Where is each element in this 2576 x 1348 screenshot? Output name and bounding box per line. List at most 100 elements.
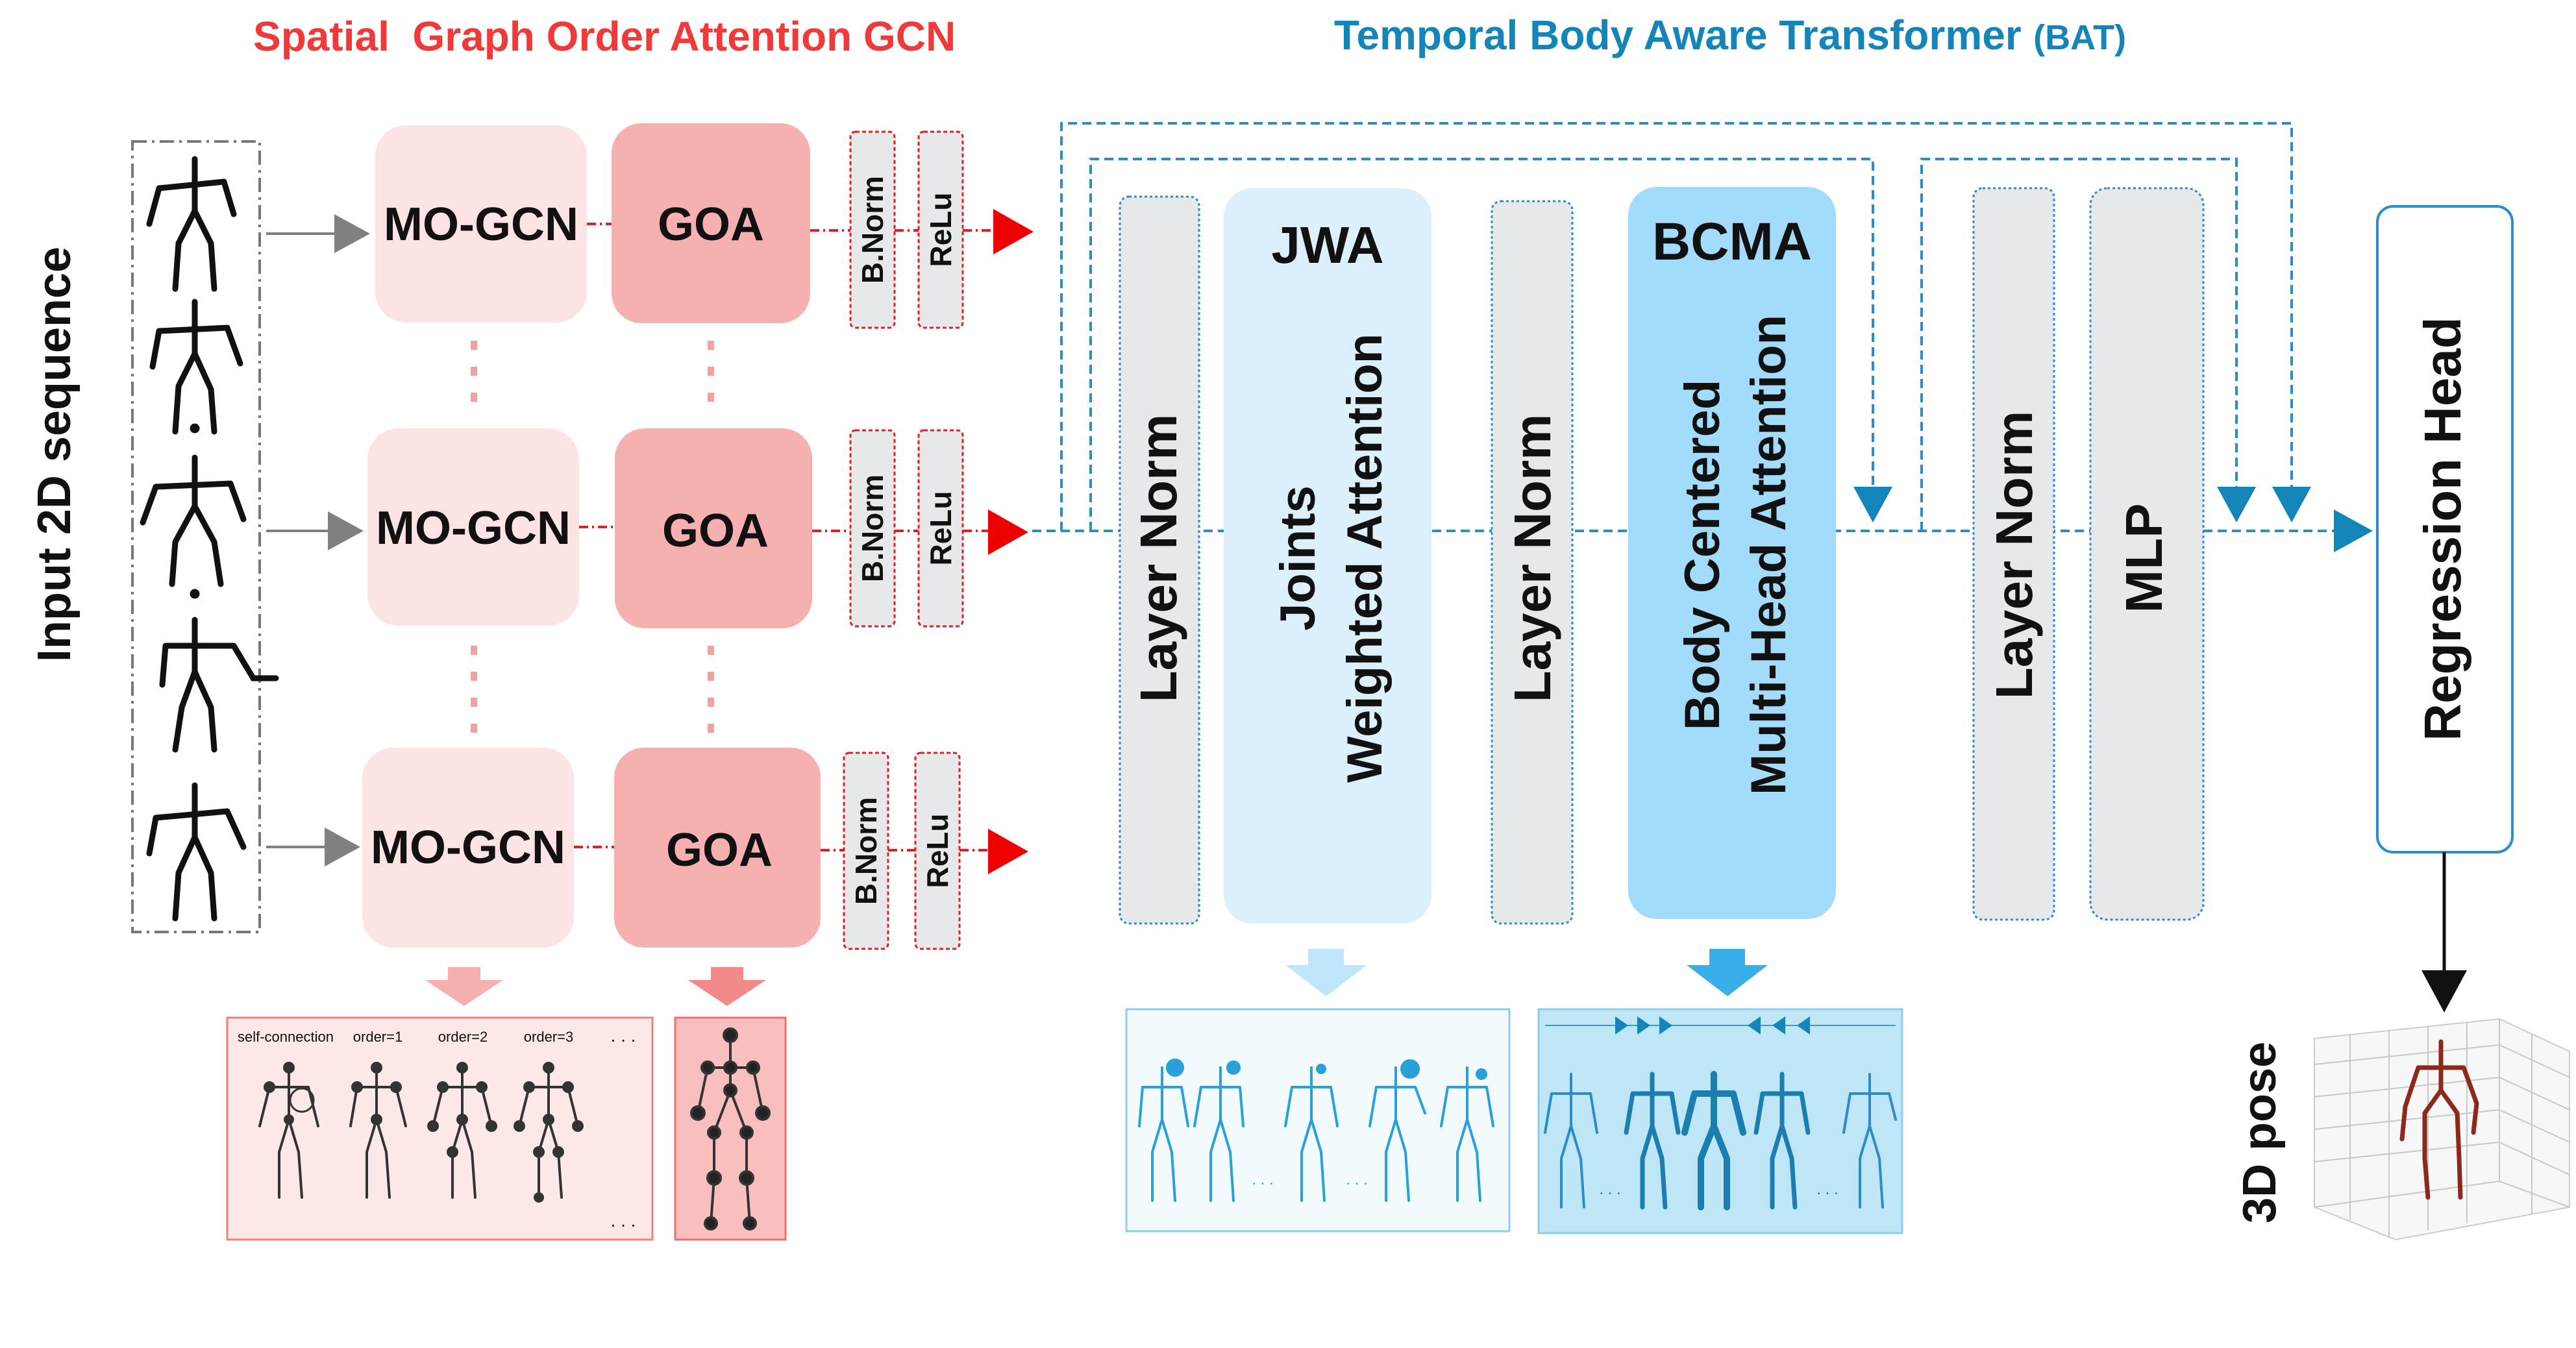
mo-gcn-label: MO-GCN [376,502,571,554]
relu-label: ReLu [924,491,958,566]
goa-label: GOA [666,824,773,876]
layer-norm-label: Layer Norm [1504,414,1561,703]
blue-arrowhead-right [2334,509,2373,552]
skip-connection-inner-1 [1089,158,1874,531]
jwa-ellipsis: . . . [1252,1171,1273,1188]
skeleton-figure [1284,1064,1339,1202]
gray-arrowhead [334,214,370,253]
bnorm-label: B.Norm [856,474,889,582]
jwa-line2: Weighted Attention [1337,334,1393,783]
input-skeletons [140,156,279,922]
goa-label: GOA [662,505,769,557]
bnorm-block [849,429,896,628]
temporal-title-main: Temporal Body Aware Transformer [1334,12,2022,58]
gray-arrowhead [328,511,364,550]
mo-gcn-label: MO-GCN [384,199,578,251]
jwa-skeletons [1138,1059,1494,1202]
temporal-title-abbrev: (BAT) [2033,18,2126,57]
skeleton-figure [514,1062,584,1203]
temporal-title: Temporal Body Aware Transformer (BAT) [1334,12,2126,58]
skeleton-figure [146,156,237,292]
bcma-line1: Body Centered [1675,380,1730,731]
mlp-block [2089,187,2205,921]
mo-gcn-label: MO-GCN [371,822,565,874]
jwa-title: JWA [1271,216,1383,274]
bnorm-block [843,752,889,950]
goa-label: GOA [658,199,764,251]
order-label: order=3 [524,1029,573,1045]
output-arrowhead [2421,970,2467,1012]
skeleton-figure [1753,1072,1811,1210]
skip-connection-outer [1060,122,2293,531]
relu-label: ReLu [921,814,954,888]
bcma-skeletons [1544,1071,1897,1210]
skeleton-figure [1138,1059,1189,1202]
blue-arrowhead-down [2272,487,2311,522]
blue-arrowhead-down [2217,487,2256,522]
skeleton-figure [159,617,279,753]
layer-norm-block [1491,200,1574,925]
bcma-block [1628,187,1836,919]
layer-norm-label: Layer Norm [1130,414,1187,703]
bcma-title: BCMA [1652,212,1812,271]
mlp-label: MLP [2115,504,2173,613]
skeleton-figure [1544,1073,1598,1208]
mo-gcn-block [367,428,579,626]
spatial-title: Spatial Graph Order Attention GCN [253,13,956,60]
3d-grid-box [2314,1018,2570,1241]
layer-norm-block [1972,187,2055,921]
pink-down-arrow [688,967,766,1006]
skeleton-figure [1681,1071,1746,1210]
pink-dotted-connectors [471,341,714,740]
order-ellipsis: . . . [611,1210,636,1231]
order-label: order=2 [438,1029,488,1045]
goa-graph-skeleton [690,1027,771,1231]
bcma-top-markers [1545,1016,1896,1035]
bcma-attention-panel [1537,1008,1903,1234]
jwa-attention-panel [1125,1008,1511,1232]
jwa-ellipsis: . . . [1346,1171,1367,1188]
input-2d-label: Input 2D sequence [29,247,80,662]
relu-block [917,429,964,628]
skeleton-figure [149,299,243,435]
relu-block [914,752,961,950]
red-arrowhead [988,829,1028,874]
skeleton-figure [427,1062,497,1199]
order-ellipsis: . . . [611,1025,636,1046]
skeleton-figure [146,782,247,922]
goa-block [612,123,810,323]
red-arrowhead [993,209,1034,254]
skeleton-figure [140,454,247,587]
order-label: order=1 [353,1029,402,1045]
skeleton-figure [1440,1066,1494,1202]
red-arrowhead [988,509,1028,555]
bnorm-label: B.Norm [856,176,889,284]
skeleton-figure [258,1062,319,1199]
order-skeletons [258,1062,584,1203]
skeleton-figure [1842,1073,1897,1208]
light-blue-down-arrow [1285,949,1367,996]
bcma-ellipsis: . . . [1599,1181,1620,1198]
skeleton-figure [1624,1072,1681,1210]
layer-norm-label: Layer Norm [1985,411,2043,700]
layer-norm-block [1119,195,1200,925]
mo-gcn-block [375,125,587,323]
input-sequence-frame [131,140,261,933]
gray-arrowhead [325,827,360,866]
skeleton-figure [349,1062,407,1199]
bcma-ellipsis: . . . [1816,1181,1838,1198]
skeleton-figure [1193,1060,1245,1202]
bnorm-label: B.Norm [849,797,883,905]
jwa-block [1224,188,1431,924]
bcma-line2: Multi-Head Attention [1741,315,1796,795]
3d-pose-skeleton [2399,1039,2479,1200]
goa-block [615,428,812,628]
jwa-line1: Joints [1270,485,1326,631]
regression-head-label: Regression Head [2414,317,2471,741]
bnorm-block [849,130,896,329]
blue-down-arrow [1687,949,1768,996]
relu-label: ReLu [924,193,958,267]
relu-block [917,130,964,329]
